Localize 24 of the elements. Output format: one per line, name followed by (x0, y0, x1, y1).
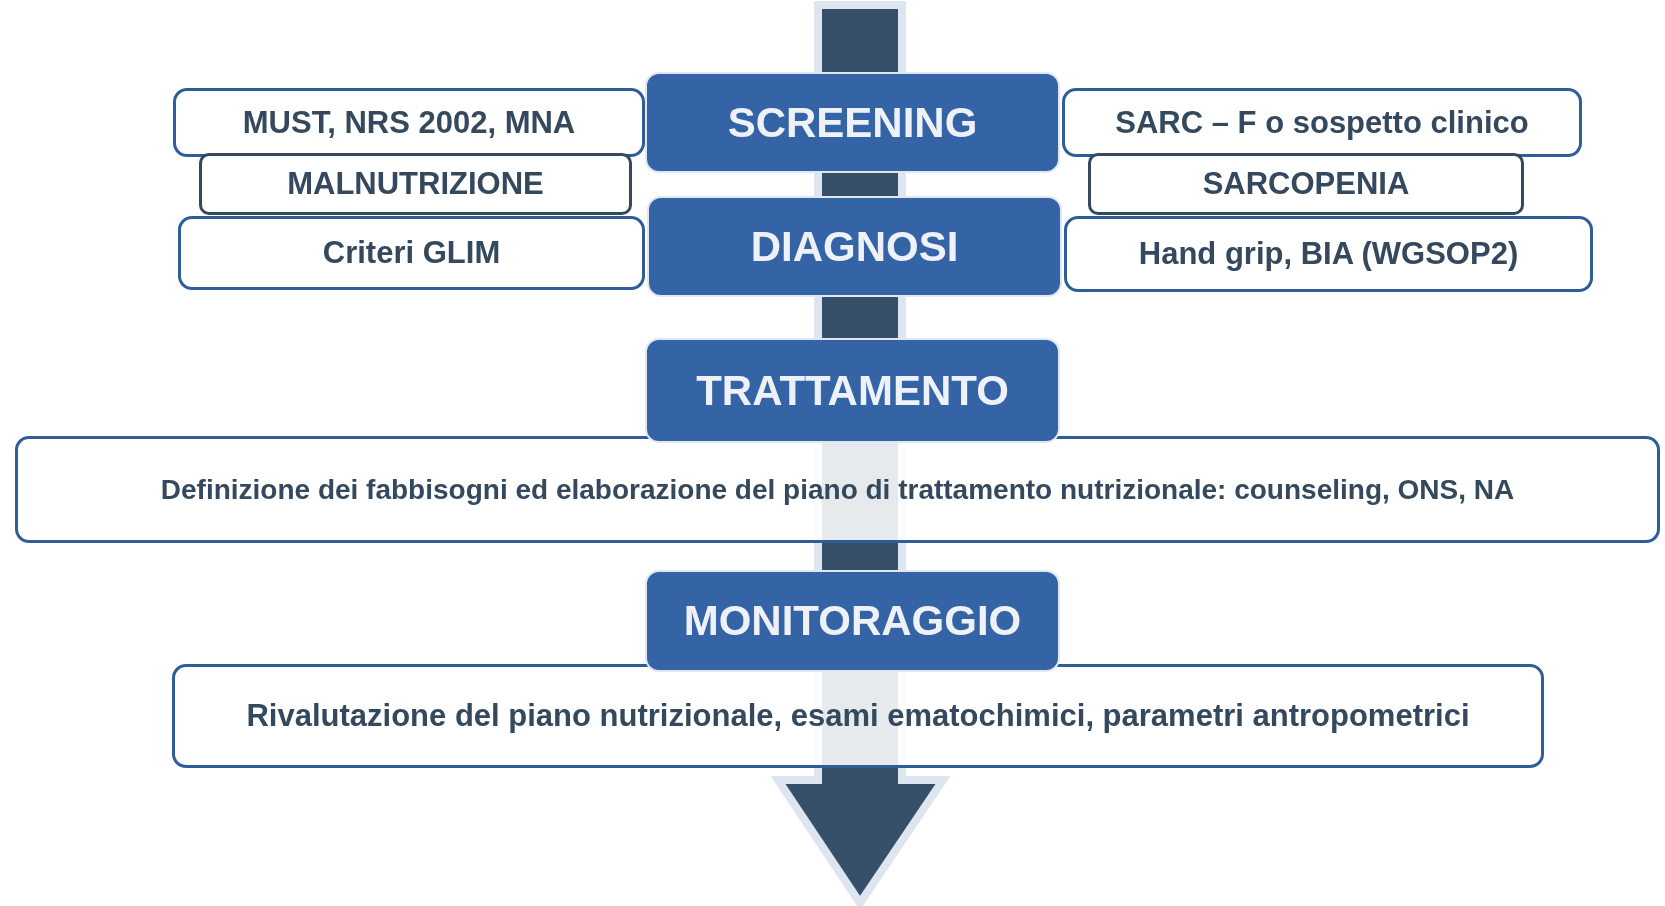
category-label-box (199, 153, 632, 215)
info-box (172, 664, 1544, 768)
info-box (1064, 216, 1593, 292)
info-box (178, 216, 645, 290)
stage-box (647, 196, 1062, 297)
description-text: Hand grip, BIA (WGSOP2) (1138, 236, 1519, 272)
stage-title: MONITORAGGIO (683, 597, 1022, 645)
info-box (1062, 88, 1582, 157)
stage-title: TRATTAMENTO (696, 366, 1009, 415)
stage-box (645, 570, 1060, 672)
description-text: Criteri GLIM (322, 235, 501, 271)
category-label: SARCOPENIA (1202, 166, 1410, 202)
description-text: MUST, NRS 2002, MNA (242, 104, 576, 141)
stage-title: DIAGNOSI (750, 222, 959, 271)
description-text: SARC – F o sospetto clinico (1115, 104, 1529, 141)
stage-box (645, 338, 1060, 443)
stage-box (645, 72, 1060, 173)
description-text: Definizione dei fabbisogni ed elaborazione del piano di trattamento nutrizionale: counseling, ONS, NA (160, 473, 1515, 506)
info-box (15, 436, 1660, 543)
info-box (173, 88, 645, 157)
description-text: Rivalutazione del piano nutrizionale, esami ematochimici, parametri antropometrici (246, 698, 1470, 734)
category-label-box (1088, 153, 1524, 215)
category-label: MALNUTRIZIONE (287, 166, 544, 202)
stage-title: SCREENING (727, 98, 978, 147)
